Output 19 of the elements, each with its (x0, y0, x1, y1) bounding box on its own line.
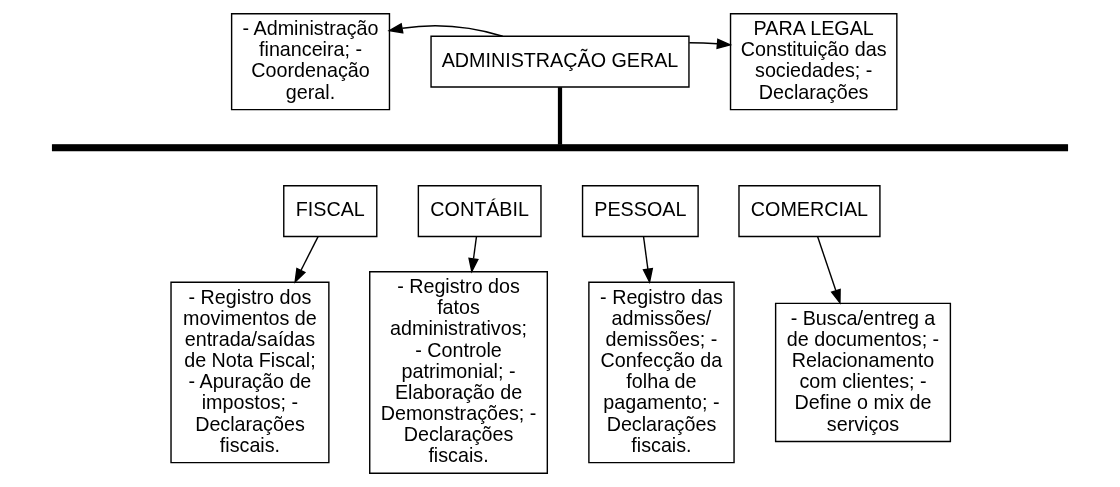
node-box: - Busca/entreg a de documentos; - Relacionamento com clientes; - Define o mix de serviços (774, 302, 952, 443)
node-box: COMERCIAL (738, 185, 881, 238)
node-box: FISCAL (283, 185, 378, 238)
node-box: - Registro das admissões/ demissões; - Confecção da folha de pagamento; - Declarações fiscais. (588, 281, 735, 464)
arrow (642, 235, 654, 284)
node-box: PESSOAL (581, 185, 699, 238)
arrow (387, 22, 504, 37)
node-box: ADMINISTRAÇÃO GERAL (430, 35, 690, 88)
node-box: PARA LEGAL Constituição das sociedades; - Declarações (729, 13, 898, 111)
node-box: - Registro dos movimentos de entrada/saídas de Nota Fiscal; - Apuração de impostos; - Declarações fiscais. (170, 281, 330, 464)
connector (557, 87, 563, 145)
node-box: CONTÁBIL (417, 185, 542, 238)
arrow (294, 235, 319, 284)
arrow (688, 38, 733, 50)
arrow (816, 235, 841, 305)
node-bar (51, 144, 1069, 152)
arrow (468, 235, 479, 274)
node-box: - Administração financeira; - Coordenação geral. (230, 13, 391, 111)
node-box: - Registro dos fatos administrativos; - Controle patrimonial; - Elaboração de Demonstrações; - Declarações fiscais. (369, 271, 549, 474)
